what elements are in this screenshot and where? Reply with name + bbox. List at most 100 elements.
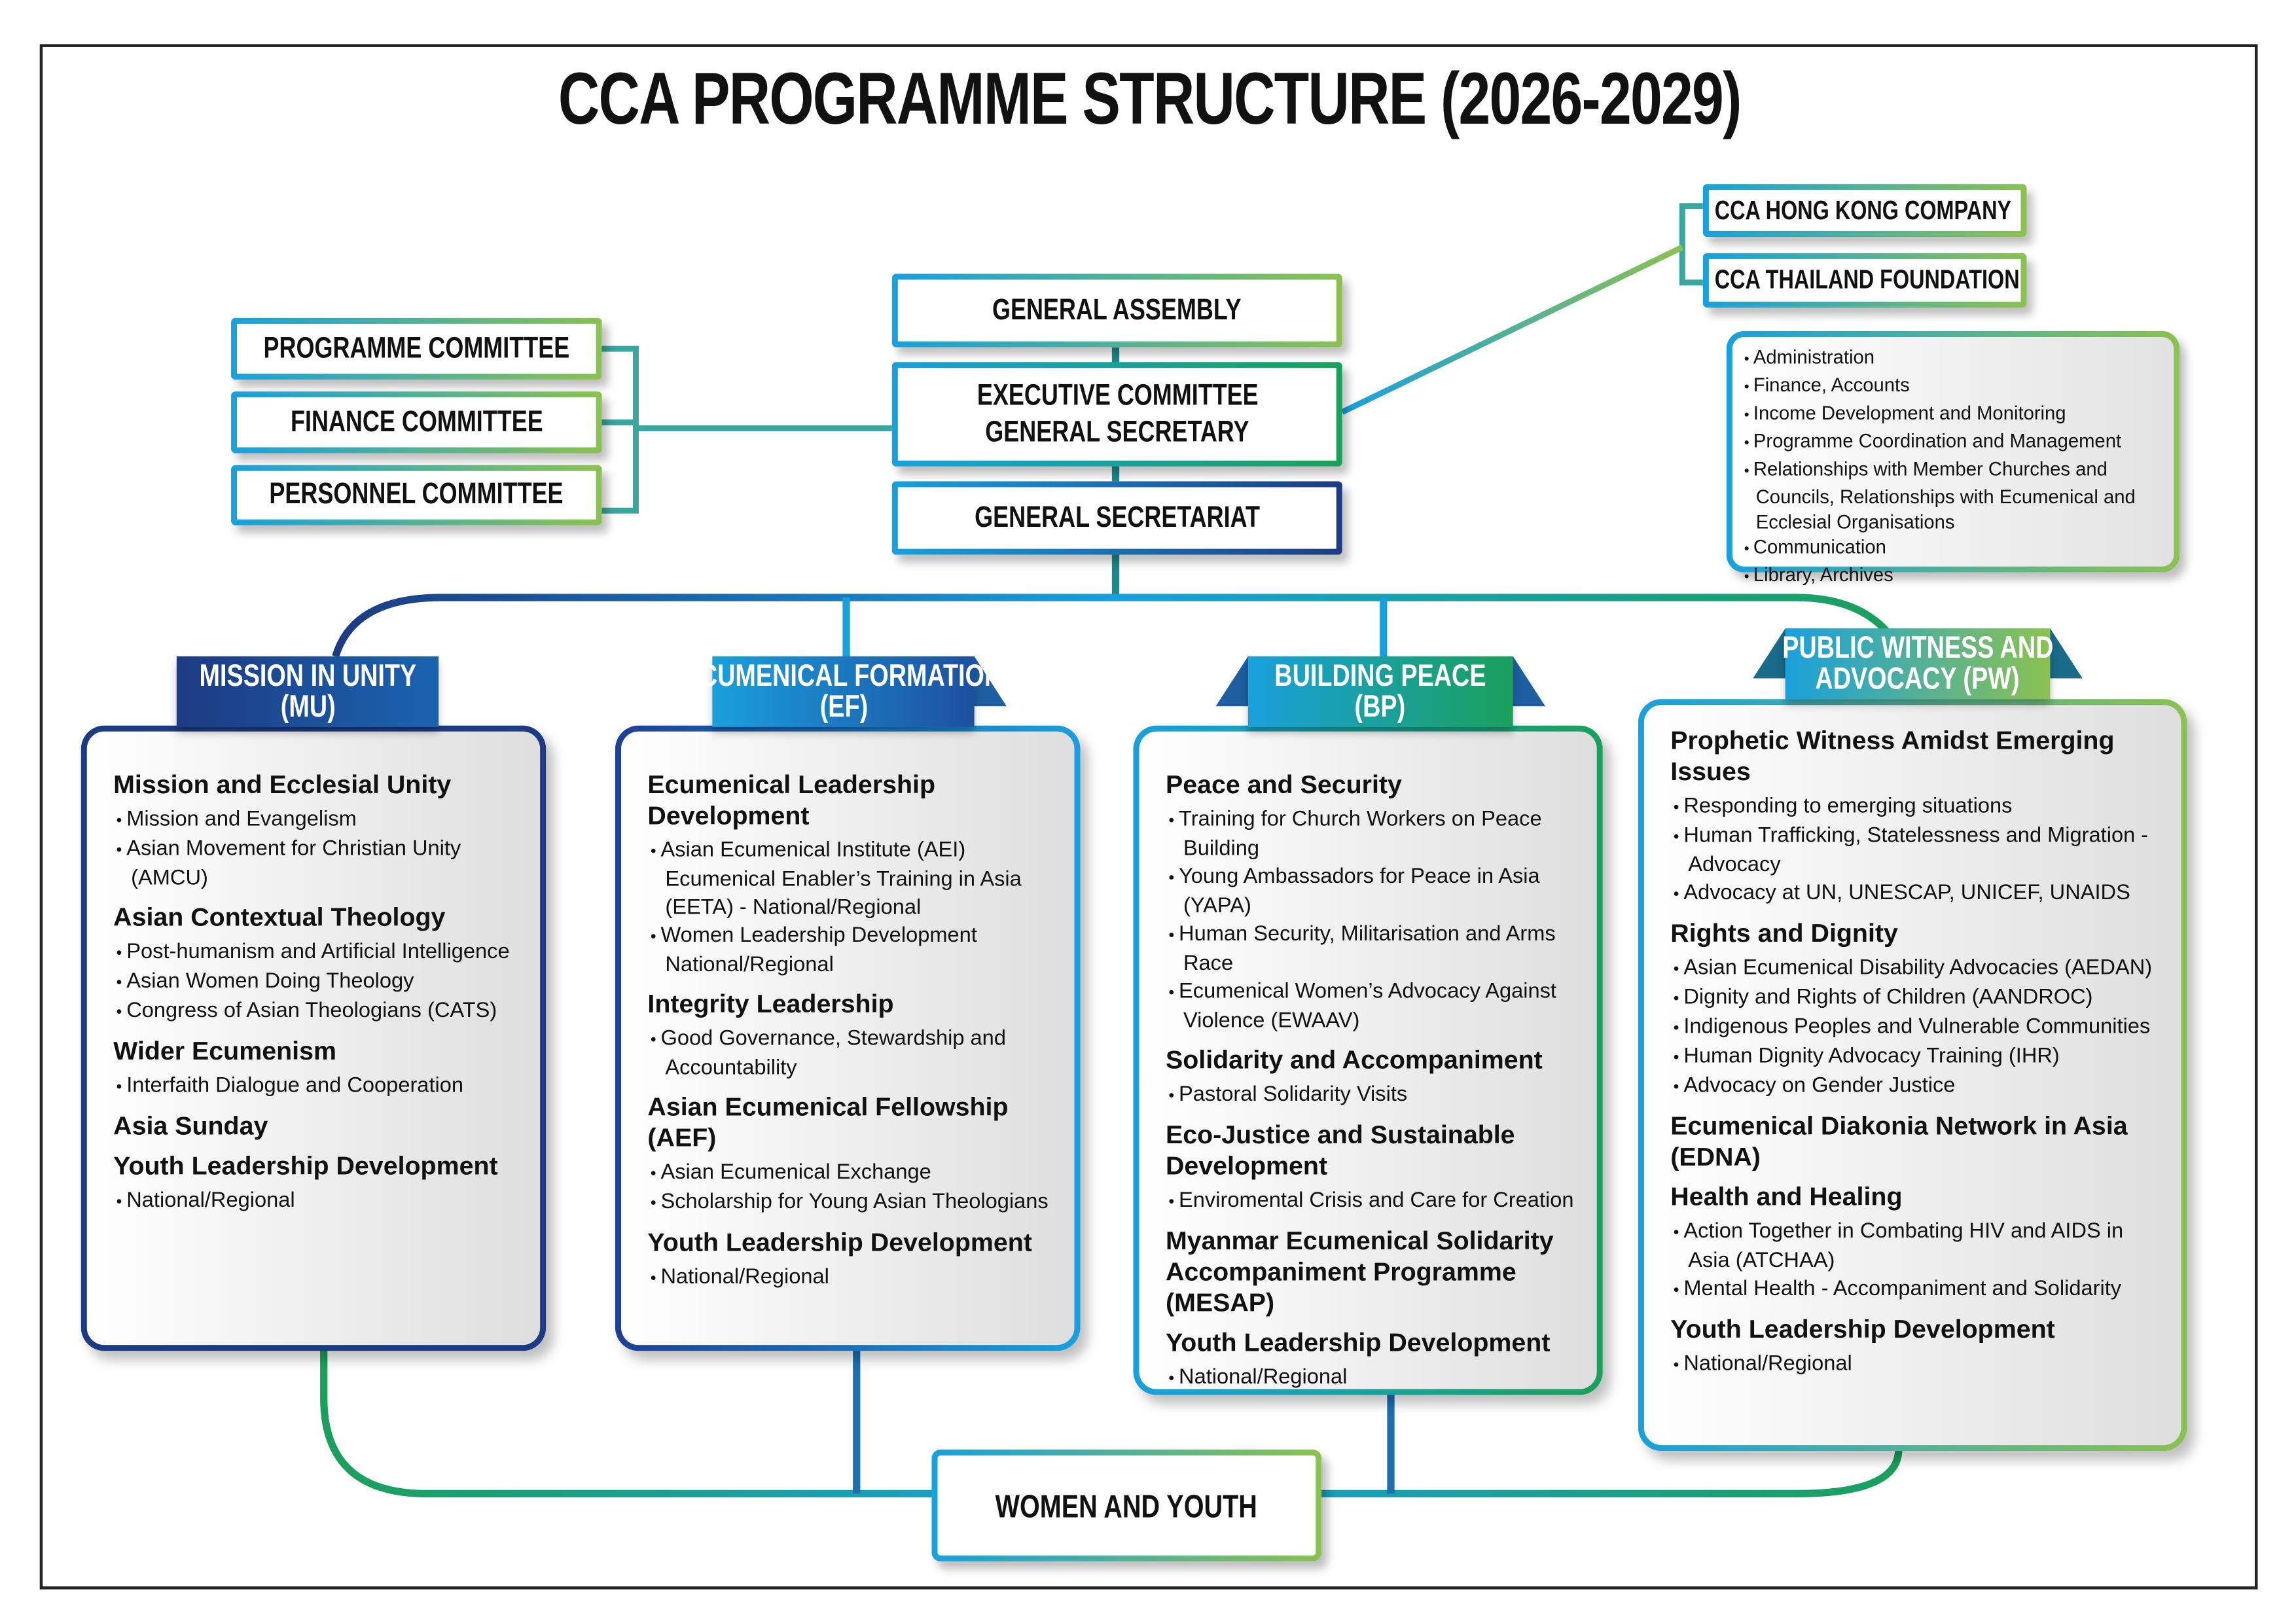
building-peace-header-tab: BUILDING PEACE(BP) <box>1247 656 1513 727</box>
programme-activity-list: National/Regional <box>1670 1351 2166 1380</box>
programme-activity-item: Advocacy at UN, UNESCAP, UNICEF, UNAIDS <box>1670 880 2166 910</box>
page-title: CCA PROGRAMME STRUCTURE (2026-2029) <box>40 56 2258 141</box>
entity-label: CCA HONG KONG COMPANY <box>1714 194 2012 224</box>
thailand-foundation-box: CCA THAILAND FOUNDATION <box>1703 253 2027 308</box>
ecumenical-formation-column: Ecumenical Leadership DevelopmentAsian E… <box>615 726 1081 1351</box>
programme-activity-item: Mission and Evangelism <box>113 806 526 836</box>
programme-title: BUILDING PEACE <box>1274 659 1486 694</box>
programme-bus <box>332 594 1902 658</box>
committee-label: FINANCE COMMITTEE <box>290 405 543 438</box>
programme-drops <box>842 597 1388 656</box>
programme-area-heading: Youth Leadership Development <box>1165 1327 1551 1357</box>
programme-area-heading: Asian Ecumenical Fellowship (AEF) <box>647 1092 1009 1152</box>
mission-in-unity-header-tab: MISSION IN UNITY(MU) <box>176 656 439 727</box>
programme-area-heading: Prophetic Witness Amidst Emerging Issues <box>1670 725 2115 786</box>
committee-label: PROGRAMME COMMITTEE <box>263 332 570 365</box>
entity-label: CCA THAILAND FOUNDATION <box>1714 264 2020 294</box>
building-peace-column: Peace and SecurityTraining for Church Wo… <box>1133 726 1602 1395</box>
programme-activity-item: Responding to emerging situations <box>1670 793 2166 823</box>
general-assembly-box: GENERAL ASSEMBLY <box>892 274 1342 347</box>
programme-area-heading: Asian Contextual Theology <box>113 902 446 932</box>
programme-title: MISSION IN UNITY <box>199 659 416 694</box>
programme-activity-item: National/Regional <box>1166 1364 1582 1394</box>
programme-activity-item: Asian Women Doing Theology <box>113 969 526 998</box>
programme-activity-item: Congress of Asian Theologians (CATS) <box>113 998 526 1027</box>
programme-area-heading: Youth Leadership Development <box>647 1227 1032 1257</box>
secretariat-function-item: Library, Archives <box>1741 562 2165 590</box>
personnel-committee-box: PERSONNEL COMMITTEE <box>231 465 602 526</box>
programme-activity-list: Responding to emerging situationsHuman T… <box>1670 793 2166 910</box>
programme-title: ADVOCACY (PW) <box>1816 662 2020 696</box>
programme-activity-list: Interfaith Dialogue and Cooperation <box>113 1073 526 1102</box>
programme-area-heading: Ecumenical Leadership Development <box>647 770 936 830</box>
programme-activity-item: Pastoral Solidarity Visits <box>1166 1082 1582 1111</box>
page-frame <box>39 44 2258 1590</box>
programme-activity-list: Asian Ecumenical Disability Advocacies (… <box>1670 955 2166 1102</box>
programme-activity-item: Advocacy on Gender Justice <box>1670 1073 2166 1102</box>
programme-committee-box: PROGRAMME COMMITTEE <box>231 318 602 380</box>
programme-area-heading: Rights and Dignity <box>1670 918 1898 948</box>
general-secretariat-label: GENERAL SECRETARIAT <box>974 501 1260 534</box>
secretariat-function-item: Relationships with Member Churches and C… <box>1741 456 2165 534</box>
programme-activity-item: Young Ambassadors for Peace in Asia (YAP… <box>1166 864 1582 921</box>
general-assembly-label: GENERAL ASSEMBLY <box>992 293 1242 327</box>
finance-committee-box: FINANCE COMMITTEE <box>231 391 602 453</box>
general-secretariat-box: GENERAL SECRETARIAT <box>892 481 1342 554</box>
programme-activity-item: Dignity and Rights of Children (AANDROC) <box>1670 984 2166 1014</box>
programme-activity-item: Asian Movement for Christian Unity (AMCU… <box>113 836 526 893</box>
secretariat-function-item: Communication <box>1741 534 2165 562</box>
programme-activity-item: National/Regional <box>647 1264 1060 1294</box>
programme-title: ECUMENICAL FORMATION <box>683 659 1003 694</box>
programme-activity-item: Enviromental Crisis and Care for Creatio… <box>1166 1188 1582 1217</box>
programme-area-heading: Mission and Ecclesial Unity <box>113 770 452 800</box>
programme-activity-list: Post-humanism and Artificial Intelligenc… <box>113 939 526 1027</box>
ecumenical-formation-header-tab: ECUMENICAL FORMATION(EF) <box>684 656 1003 727</box>
programme-activity-list: Pastoral Solidarity Visits <box>1166 1082 1582 1111</box>
programme-activity-item: Human Dignity Advocacy Training (IHR) <box>1670 1043 2166 1073</box>
programme-area-heading: Peace and Security <box>1165 770 1402 800</box>
women-and-youth-label: WOMEN AND YOUTH <box>996 1487 1258 1524</box>
programme-activity-list: Good Governance, Stewardship and Account… <box>647 1026 1060 1083</box>
committee-bracket <box>600 346 892 514</box>
programme-activity-list: National/Regional <box>647 1264 1060 1294</box>
programme-activity-list: Asian Ecumenical ExchangeScholarship for… <box>647 1160 1060 1219</box>
general-secretary-label: GENERAL SECRETARY <box>985 416 1249 448</box>
programme-activity-item: Ecumenical Women’s Advocacy Against Viol… <box>1166 978 1582 1036</box>
programme-title: (EF) <box>819 690 868 724</box>
programme-activity-list: Enviromental Crisis and Care for Creatio… <box>1166 1188 1582 1217</box>
programme-activity-list: Asian Ecumenical Institute (AEI) Ecumeni… <box>647 838 1060 980</box>
programme-activity-item: National/Regional <box>113 1188 526 1217</box>
secretariat-functions-list: AdministrationFinance, AccountsIncome De… <box>1741 344 2165 590</box>
programme-activity-item: Human Trafficking, Statelessness and Mig… <box>1670 823 2166 880</box>
programme-area-heading: Wider Ecumenism <box>113 1036 336 1066</box>
title-text: CCA PROGRAMME STRUCTURE (2026-2029) <box>557 57 1741 140</box>
programme-activity-list: Mission and EvangelismAsian Movement for… <box>113 806 526 893</box>
entity-link <box>1340 244 1684 415</box>
programme-area-heading: Youth Leadership Development <box>1670 1314 2055 1344</box>
programme-activity-item: Asian Ecumenical Disability Advocacies (… <box>1670 955 2166 984</box>
programme-activity-item: Women Leadership Development National/Re… <box>647 923 1060 980</box>
women-youth-drops <box>853 1349 1395 1494</box>
women-and-youth-box: WOMEN AND YOUTH <box>931 1450 1321 1561</box>
programme-activity-item: Good Governance, Stewardship and Account… <box>647 1026 1060 1083</box>
programme-area-heading: Ecumenical Diakonia Network in Asia (EDN… <box>1670 1111 2128 1171</box>
programme-activity-item: Asian Ecumenical Institute (AEI) Ecumeni… <box>647 838 1060 923</box>
secretariat-functions-box: AdministrationFinance, AccountsIncome De… <box>1727 331 2180 586</box>
programme-title: (BP) <box>1355 690 1407 724</box>
entity-bracket <box>1679 203 1703 286</box>
programme-area-heading: Youth Leadership Development <box>113 1150 498 1181</box>
programme-area-heading: Integrity Leadership <box>647 989 894 1019</box>
programme-activity-item: Post-humanism and Artificial Intelligenc… <box>113 939 526 969</box>
programme-activity-list: National/Regional <box>113 1188 526 1217</box>
programme-activity-list: Training for Church Workers on Peace Bui… <box>1166 806 1582 1036</box>
programme-activity-item: Asian Ecumenical Exchange <box>647 1160 1060 1189</box>
committee-label: PERSONNEL COMMITTEE <box>269 478 564 511</box>
programme-title: PUBLIC WITNESS AND <box>1782 631 2054 666</box>
secretariat-function-item: Programme Coordination and Management <box>1741 428 2165 456</box>
programme-area-heading: Myanmar Ecumenical Solidarity Accompanim… <box>1165 1226 1554 1317</box>
programme-area-heading: Asia Sunday <box>113 1111 268 1141</box>
secretariat-function-item: Income Development and Monitoring <box>1741 401 2165 429</box>
